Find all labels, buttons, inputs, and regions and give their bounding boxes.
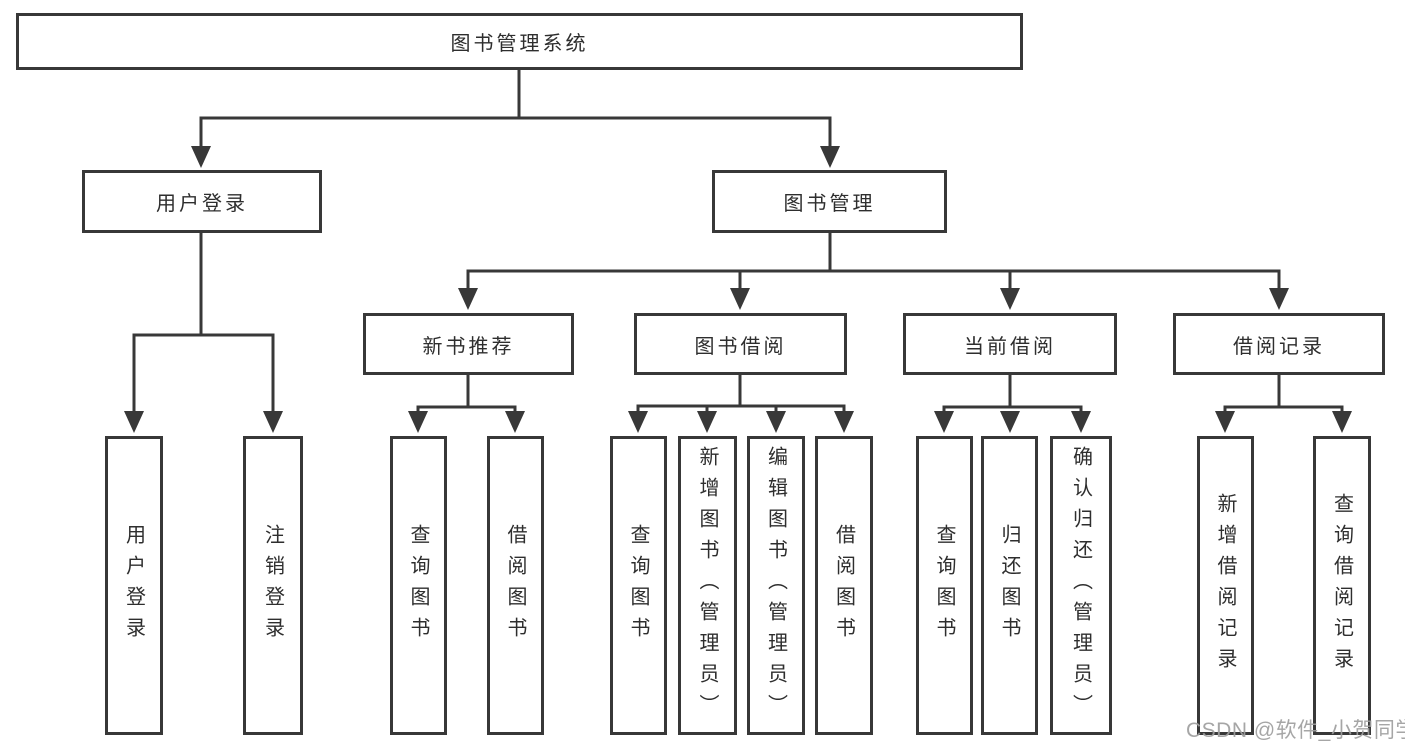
leaf-edit-books-admin: 编辑图书（管理员） bbox=[747, 436, 805, 735]
leaf-add-books-admin: 新增图书（管理员） bbox=[678, 436, 737, 735]
leaf-query-books-current: 查询图书 bbox=[916, 436, 973, 735]
leaf-borrow-books-recommend: 借阅图书 bbox=[487, 436, 544, 735]
leaf-confirm-return-admin: 确认归还（管理员） bbox=[1050, 436, 1112, 735]
leaf-query-borrow-record: 查询借阅记录 bbox=[1313, 436, 1371, 735]
node-library-system: 图书管理系统 bbox=[16, 13, 1023, 70]
node-borrowing-records: 借阅记录 bbox=[1173, 313, 1385, 375]
node-book-management: 图书管理 bbox=[712, 170, 947, 233]
leaf-user-login: 用户登录 bbox=[105, 436, 163, 735]
node-current-borrowing: 当前借阅 bbox=[903, 313, 1117, 375]
leaf-query-books-recommend: 查询图书 bbox=[390, 436, 447, 735]
leaf-logout: 注销登录 bbox=[243, 436, 303, 735]
node-user-login: 用户登录 bbox=[82, 170, 322, 233]
leaf-borrow-books-borrowing: 借阅图书 bbox=[815, 436, 873, 735]
node-new-book-recommendation: 新书推荐 bbox=[363, 313, 574, 375]
csdn-watermark: CSDN @软件_小贺同学 bbox=[1186, 719, 1405, 742]
leaf-query-books-borrowing: 查询图书 bbox=[610, 436, 667, 735]
node-book-borrowing: 图书借阅 bbox=[634, 313, 847, 375]
leaf-return-books: 归还图书 bbox=[981, 436, 1038, 735]
leaf-add-borrow-record: 新增借阅记录 bbox=[1197, 436, 1254, 735]
